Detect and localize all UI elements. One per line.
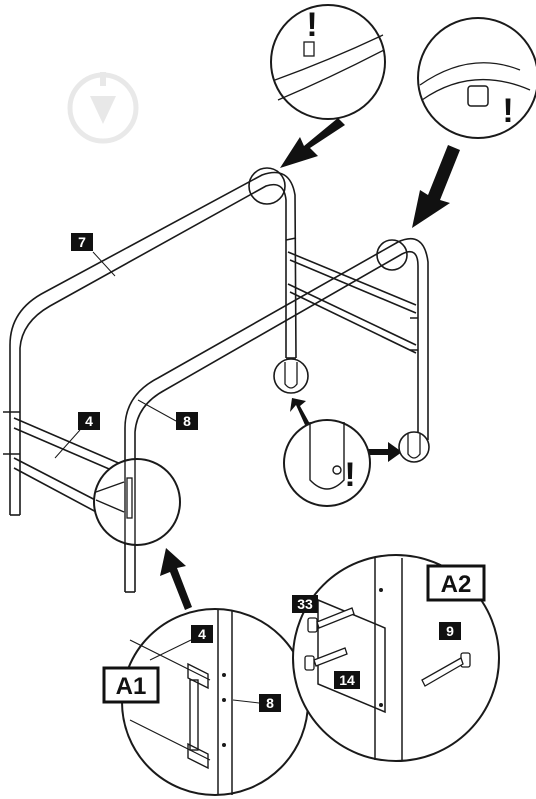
- part-tag-8-detail: 8: [232, 694, 281, 712]
- post-end-circle-right: [398, 431, 430, 463]
- warning-mark-2: !: [502, 92, 513, 130]
- svg-text:A2: A2: [441, 571, 472, 598]
- part-tag-8-frame: 8: [137, 399, 198, 430]
- joint-circle-left: [248, 167, 286, 205]
- svg-text:8: 8: [183, 413, 191, 429]
- svg-text:8: 8: [266, 695, 274, 711]
- part-tag-7: 7: [71, 233, 116, 277]
- svg-text:9: 9: [446, 623, 454, 639]
- svg-text:7: 7: [78, 234, 86, 250]
- part-tag-33: 33: [292, 595, 318, 613]
- bolt-9: [421, 652, 471, 687]
- arrow-to-bottom-circle-right: [365, 442, 402, 462]
- detail-circle-top-left: !: [270, 4, 386, 120]
- rail-front-outer: [124, 237, 429, 592]
- detail-circle-panel-bracket: [93, 458, 181, 546]
- crossbar-lower: [287, 283, 417, 354]
- detail-label-a2: A2: [426, 564, 486, 602]
- post-end-circle-left: [273, 358, 309, 394]
- joint-circle-right: [376, 239, 408, 271]
- bed-frame: [3, 171, 429, 593]
- detail-a2: [292, 554, 500, 762]
- part-tag-9: 9: [439, 622, 461, 640]
- detail-label-a1: A1: [102, 666, 160, 704]
- warning-mark-3: !: [344, 456, 355, 494]
- arrow-to-joint-right: [412, 145, 460, 228]
- arrow-to-detail-a1: [160, 548, 192, 610]
- svg-text:33: 33: [297, 596, 313, 612]
- arrow-to-joint-left: [280, 118, 345, 168]
- svg-text:14: 14: [339, 672, 355, 688]
- detail-circle-post-end: !: [283, 419, 371, 507]
- arrows: [160, 118, 460, 610]
- svg-text:4: 4: [85, 413, 93, 429]
- svg-text:4: 4: [198, 626, 206, 642]
- bolt-33: [307, 607, 355, 633]
- part-tag-14: 14: [334, 671, 360, 689]
- arrow-to-bottom-circle-left: [290, 398, 310, 425]
- side-panel: [13, 417, 131, 515]
- mount-plate: [317, 598, 386, 714]
- watermark-logo-top: [67, 72, 139, 144]
- rail-front-inner: [134, 250, 419, 592]
- detail-circle-top-right: !: [417, 17, 536, 139]
- part-tag-4-frame: 4: [54, 412, 100, 459]
- svg-text:A1: A1: [116, 673, 147, 700]
- rail-back-outer: [9, 171, 297, 515]
- warning-mark-1: !: [306, 6, 317, 44]
- crossbar-upper: [287, 251, 417, 314]
- part-tag-4-detail: 4: [149, 625, 213, 661]
- bolt-14: [304, 647, 348, 671]
